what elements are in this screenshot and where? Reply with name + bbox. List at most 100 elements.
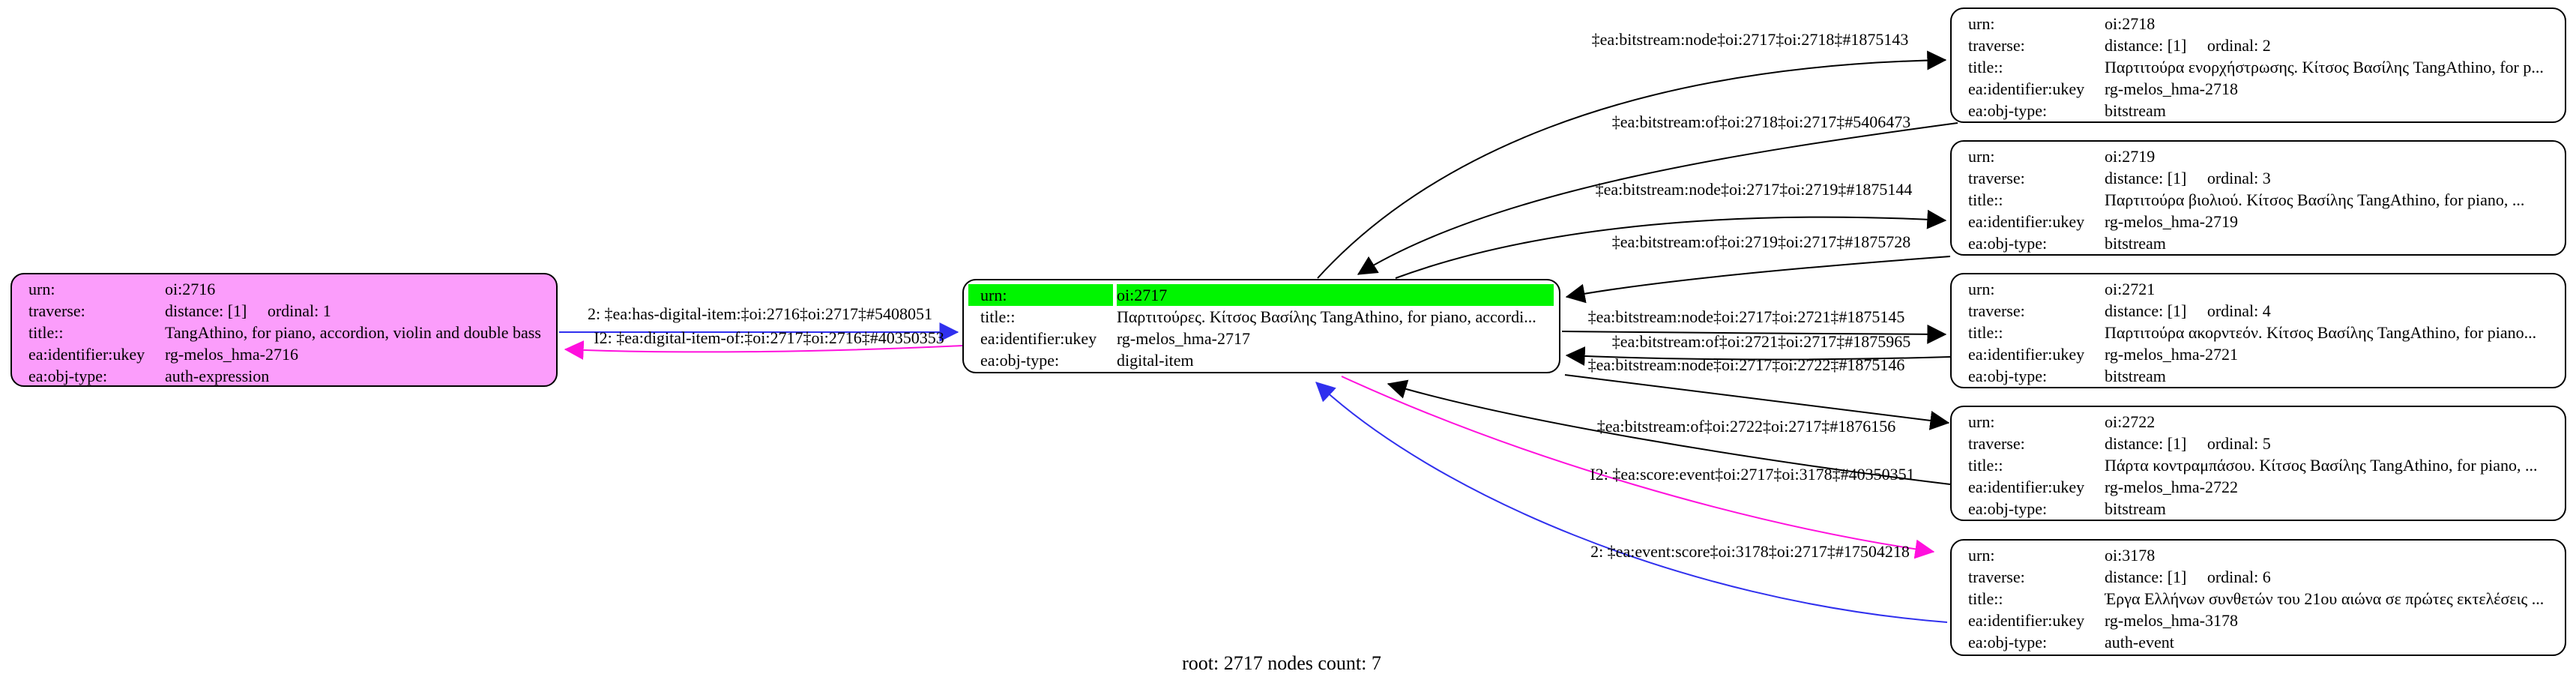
field-label: urn: <box>1968 146 1995 166</box>
field-value: distance: [1] ordinal: 6 <box>2105 567 2271 586</box>
edge-bitstream-node-2717-2721 <box>1561 324 1947 344</box>
edge-bitstream-node-2717-2718 <box>1317 50 1947 279</box>
graph-caption: root: 2717 nodes count: 7 <box>1182 652 1381 674</box>
node-oi-2717[interactable]: urn:oi:2717 title::Παρτιτούρες. Κίτσος Β… <box>962 279 1560 373</box>
edge-bitstream-of-2721-2717 <box>1565 346 1951 367</box>
record-row: ea:obj-type: bitstream <box>1952 232 2565 254</box>
field-label: title:: <box>28 322 64 342</box>
edge-label-bitstream-of-2722: ‡ea:bitstream:of‡oi:2722‡oi:2717‡#187615… <box>1596 417 1896 436</box>
field-label: ea:identifier:ukey <box>980 328 1097 348</box>
field-label: ea:identifier:ukey <box>1968 610 2085 630</box>
edge-label-has-digital-item: 2: ‡ea:has-digital-item:‡oi:2716‡oi:2717… <box>587 304 933 323</box>
record-row-highlighted: urn:oi:2717 <box>964 284 1559 306</box>
field-label: ea:identifier:ukey <box>1968 477 2085 496</box>
field-value: rg-melos_hma-2721 <box>2105 344 2239 364</box>
field-label: title:: <box>1968 589 2003 608</box>
edge-bitstream-of-2719-2717 <box>1565 256 1951 304</box>
node-oi-2721[interactable]: urn:oi:2721 traverse:distance: [1] ordin… <box>1950 273 2566 388</box>
field-label: ea:obj-type: <box>1968 632 2048 652</box>
field-value: rg-melos_hma-2722 <box>2105 477 2239 496</box>
field-label: ea:obj-type: <box>1968 499 2048 518</box>
field-label: ea:identifier:ukey <box>1968 79 2085 98</box>
field-value: distance: [1] ordinal: 1 <box>165 301 331 320</box>
node-oi-2716[interactable]: urn:oi:2716 traverse:distance: [1] ordin… <box>10 273 558 387</box>
field-value: bitstream <box>2105 499 2166 518</box>
edge-label-score-event-3178: I2: ‡ea:score:event‡oi:2717‡oi:3178‡#403… <box>1590 465 1915 484</box>
field-value: oi:2719 <box>2105 146 2156 166</box>
field-value: rg-melos_hma-2717 <box>1117 328 1251 348</box>
edge-bitstream-node-2717-2722 <box>1564 374 1950 430</box>
record-row: title::Παρτιτούρα βιολιού. Κίτσος Βασίλη… <box>1952 189 2565 211</box>
record-row: urn: oi:2718 <box>1952 13 2565 34</box>
field-label: ea:obj-type: <box>28 366 108 385</box>
field-value: rg-melos_hma-3178 <box>2105 610 2239 630</box>
record-row: urn:oi:2722 <box>1952 411 2565 433</box>
field-label: ea:obj-type: <box>1968 233 2048 253</box>
field-label: urn: <box>28 279 55 298</box>
field-value: Πάρτα κοντραμπάσου. Κίτσος Βασίλης TangA… <box>2105 455 2538 475</box>
node-oi-2722[interactable]: urn:oi:2722 traverse: distance: [1] ordin… <box>1950 406 2566 521</box>
record-row: ea:obj-type:auth-expression <box>12 365 556 387</box>
field-value: oi:3178 <box>2105 545 2156 565</box>
field-value: auth-event <box>2105 632 2174 652</box>
field-value: oi:2717 <box>1117 284 1554 306</box>
edge-label-bitstream-node-2719: ‡ea:bitstream:node‡oi:2717‡oi:2719‡#1875… <box>1595 180 1913 199</box>
record-row: ea:identifier:ukey rg-melos_hma-2716 <box>12 343 556 365</box>
record-row: urn:oi:2716 <box>12 278 556 300</box>
field-value: distance: [1] ordinal: 3 <box>2105 168 2271 187</box>
edge-digital-item-of-2717-2716 <box>564 340 963 361</box>
node-oi-3178[interactable]: urn:oi:3178 traverse:distance: [1] ordin… <box>1950 539 2566 656</box>
node-oi-2719[interactable]: urn: oi:2719 traverse: distance: [1] ordin… <box>1950 140 2566 256</box>
field-value: Έργα Ελλήνων συνθετών του 21ου αιώνα σε … <box>2105 589 2545 608</box>
field-value: TangAthino, for piano, accordion, violin… <box>165 322 541 342</box>
field-label: traverse: <box>1968 35 2025 55</box>
edge-label-event-score-3178: 2: ‡ea:event:score‡oi:3178‡oi:2717‡#1750… <box>1590 542 1910 561</box>
field-value: distance: [1] ordinal: 4 <box>2105 301 2271 320</box>
field-label: urn: <box>1968 13 1995 33</box>
record-row: title::Πάρτα κοντραμπάσου. Κίτσος Βασίλη… <box>1952 454 2565 476</box>
record-row: urn:oi:3178 <box>1952 544 2565 566</box>
field-value: oi:2721 <box>2105 279 2156 298</box>
field-value: oi:2718 <box>2105 13 2156 33</box>
field-value: oi:2722 <box>2105 412 2156 431</box>
field-label: ea:obj-type: <box>980 350 1060 370</box>
field-label: title:: <box>1968 57 2003 76</box>
record-row: urn: oi:2719 <box>1952 145 2565 167</box>
record-row: urn:oi:2721 <box>1952 278 2565 300</box>
field-label: ea:obj-type: <box>1968 366 2048 385</box>
record-row: ea:identifier:ukey rg-melos_hma-2717 <box>964 328 1559 349</box>
edge-label-bitstream-of-2718: ‡ea:bitstream:of‡oi:2718‡oi:2717‡#540647… <box>1611 112 1911 131</box>
edge-label-bitstream-of-2721: ‡ea:bitstream:of‡oi:2721‡oi:2717‡#187596… <box>1611 332 1911 351</box>
field-value: digital-item <box>1117 350 1194 370</box>
record-row: traverse:distance: [1] ordinal: 2 <box>1952 34 2565 56</box>
record-row: traverse: distance: [1] ordinal: 5 <box>1952 433 2565 454</box>
record-row: ea:identifier:ukey rg-melos_hma-2721 <box>1952 343 2565 365</box>
edge-label-bitstream-node-2718: ‡ea:bitstream:node‡oi:2717‡oi:2718‡#1875… <box>1591 30 1909 49</box>
field-label: traverse: <box>1968 168 2025 187</box>
edge-label-bitstream-node-2721: ‡ea:bitstream:node‡oi:2717‡oi:2721‡#1875… <box>1587 307 1905 326</box>
record-row: title::TangAthino, for piano, accordion,… <box>12 322 556 343</box>
field-value: rg-melos_hma-2716 <box>165 344 299 364</box>
record-row: title::Έργα Ελλήνων συνθετών του 21ου αι… <box>1952 588 2565 610</box>
record-row: title::Παρτιτούρα ακορντεόν. Κίτσος Βασί… <box>1952 322 2565 343</box>
field-value: Παρτιτούρα βιολιού. Κίτσος Βασίλης TangA… <box>2105 190 2525 209</box>
field-label: traverse: <box>1968 433 2025 453</box>
field-label: ea:identifier:ukey <box>1968 344 2085 364</box>
field-value: Παρτιτούρα ακορντεόν. Κίτσος Βασίλης Tan… <box>2105 322 2537 342</box>
field-label: title:: <box>1968 455 2003 475</box>
field-value: bitstream <box>2105 233 2166 253</box>
field-label: urn: <box>968 284 1113 306</box>
edge-label-bitstream-node-2722: ‡ea:bitstream:node‡oi:2717‡oi:2722‡#1875… <box>1587 355 1905 374</box>
field-value: rg-melos_hma-2719 <box>2105 211 2239 231</box>
field-value: distance: [1] ordinal: 5 <box>2105 433 2271 453</box>
record-row: ea:obj-type: bitstream <box>1952 498 2565 520</box>
record-row: ea:obj-type:bitstream <box>1952 365 2565 387</box>
node-oi-2718[interactable]: urn: oi:2718 traverse:distance: [1] ordin… <box>1950 7 2566 123</box>
field-label: ea:identifier:ukey <box>28 344 145 364</box>
field-value: Παρτιτούρες. Κίτσος Βασίλης TangAthino, … <box>1117 307 1536 326</box>
record-row: traverse: distance: [1] ordinal: 3 <box>1952 167 2565 189</box>
field-label: title:: <box>980 307 1016 326</box>
